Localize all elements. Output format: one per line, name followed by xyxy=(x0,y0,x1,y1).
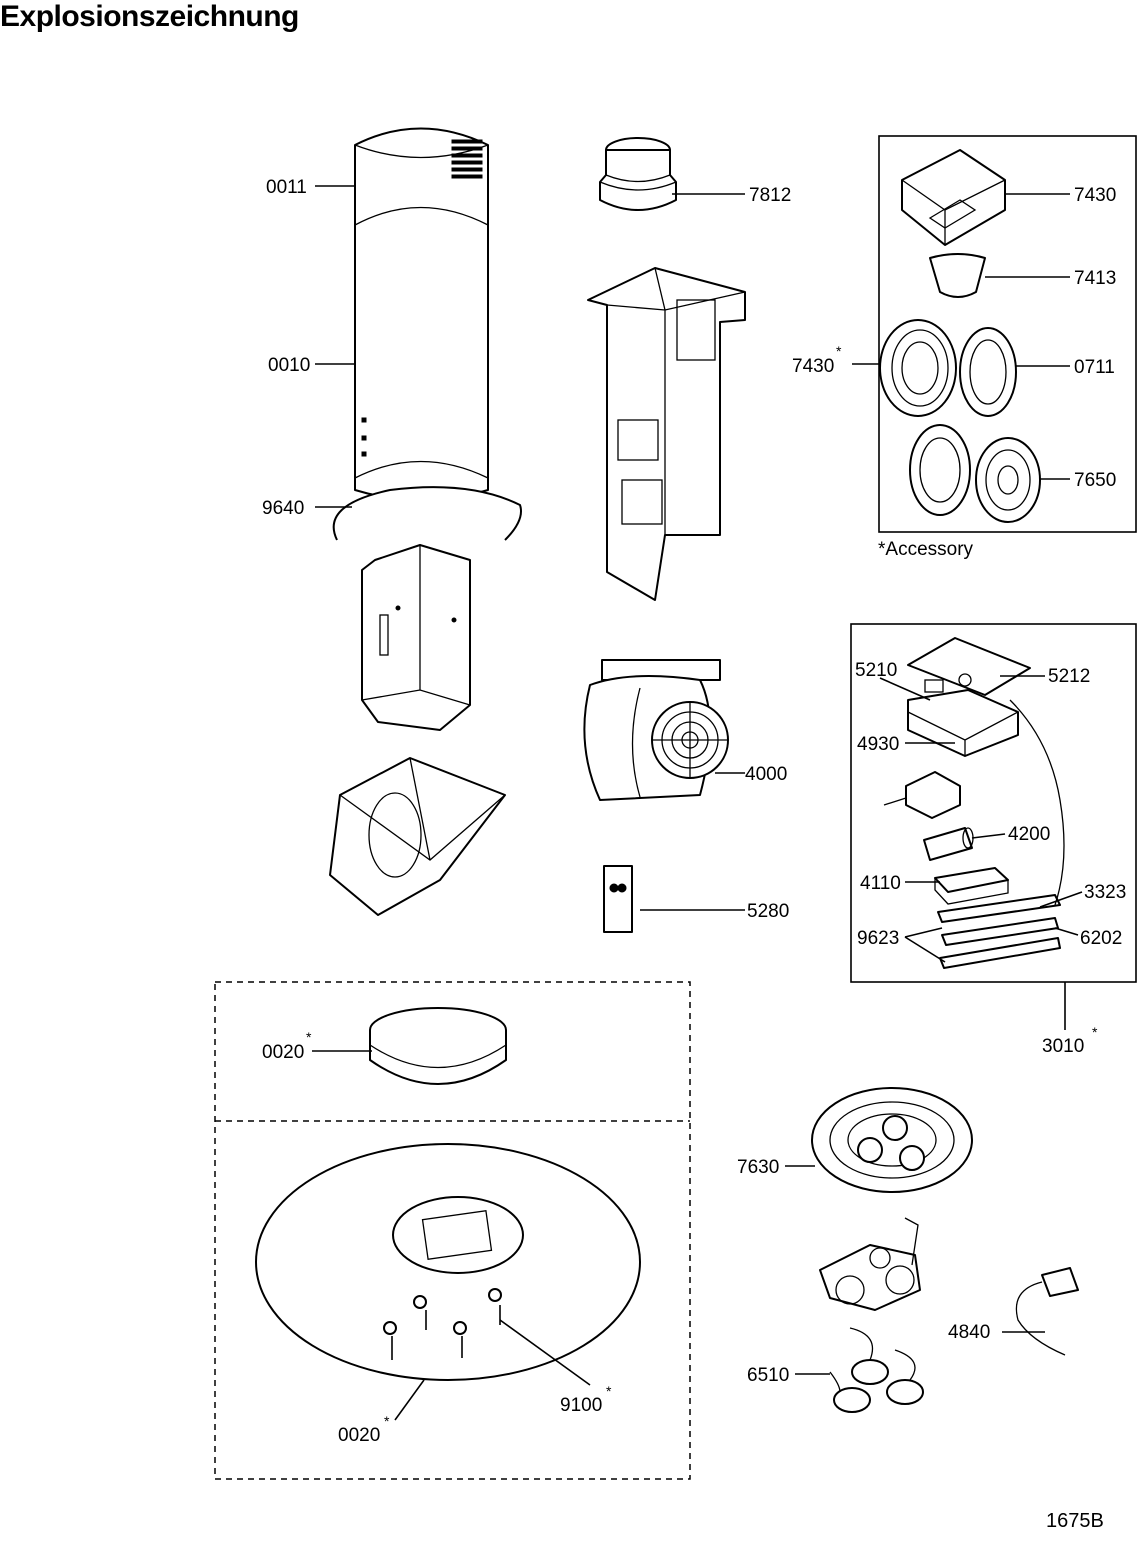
asterisk-9100: * xyxy=(606,1383,612,1399)
label-5210: 5210 xyxy=(855,660,897,681)
page-title: Explosionszeichnung xyxy=(0,0,299,33)
chimney-cover xyxy=(354,127,489,501)
label-0711: 0711 xyxy=(1074,357,1115,378)
carbon-filter-housing-7430 xyxy=(901,149,1006,246)
label-7630: 7630 xyxy=(737,1157,779,1178)
label-4930: 4930 xyxy=(857,734,899,755)
optional-parts-box xyxy=(214,981,691,1480)
label-4110: 4110 xyxy=(860,873,901,894)
chimney-inner-frame xyxy=(587,267,746,601)
remote-control-5280 xyxy=(603,865,633,933)
accessory-box xyxy=(878,135,1137,533)
label-7650: 7650 xyxy=(1074,470,1116,491)
label-9100: 9100 xyxy=(560,1395,602,1416)
leader-lines xyxy=(312,185,1083,1421)
asterisk-3010: * xyxy=(1092,1024,1098,1040)
part-labels: 0011 0010 9640 7812 7430 7413 7430 * 071… xyxy=(262,177,1126,1446)
label-5280: 5280 xyxy=(747,901,789,922)
label-7430-filter: 7430 xyxy=(792,356,834,377)
blower-motor-4000 xyxy=(583,659,729,801)
ring-9640 xyxy=(332,486,522,541)
capacitor-4200 xyxy=(923,827,974,861)
label-0020-ring: 0020 xyxy=(262,1042,304,1063)
transformer xyxy=(883,771,961,819)
document-code: 1675B xyxy=(1046,1510,1104,1532)
wiring xyxy=(1009,699,1065,906)
switch-panel-3323 xyxy=(937,894,1061,969)
label-4200: 4200 xyxy=(1008,824,1050,845)
lower-bracket xyxy=(329,757,506,916)
lower-frame xyxy=(361,544,471,731)
connector-4840 xyxy=(1015,1267,1079,1356)
screws-9100 xyxy=(383,1288,502,1360)
vent-slots xyxy=(451,139,483,179)
label-0010: 0010 xyxy=(268,355,310,376)
accessory-note: *Accessory xyxy=(878,539,974,560)
label-3010: 3010 xyxy=(1042,1036,1084,1057)
label-0011: 0011 xyxy=(266,177,307,198)
ceiling-plate-0020 xyxy=(255,1143,641,1381)
control-board-5212 xyxy=(907,637,1031,696)
ring-0020 xyxy=(369,1007,507,1085)
halogen-lamps-6510 xyxy=(829,1327,924,1413)
duct-adaptor-7812 xyxy=(599,137,677,211)
part-4110 xyxy=(934,867,1009,905)
label-3323: 3323 xyxy=(1084,882,1126,903)
asterisk-0020-ring: * xyxy=(306,1029,312,1045)
box-4930 xyxy=(907,689,1019,757)
asterisk-7430: * xyxy=(836,343,842,359)
label-4840: 4840 xyxy=(948,1322,990,1343)
grease-filter-7630 xyxy=(811,1087,973,1193)
label-0020-plate: 0020 xyxy=(338,1425,380,1446)
label-7812: 7812 xyxy=(749,185,791,206)
light-bracket xyxy=(819,1217,921,1311)
label-7413: 7413 xyxy=(1074,268,1116,289)
label-6202: 6202 xyxy=(1080,928,1122,949)
label-6510: 6510 xyxy=(747,1365,789,1386)
label-5212: 5212 xyxy=(1048,666,1090,687)
label-9640: 9640 xyxy=(262,498,304,519)
asterisk-0020-plate: * xyxy=(384,1413,390,1429)
carbon-filter-0711 xyxy=(959,327,1017,417)
carbon-filter-lower-left xyxy=(909,424,971,516)
carbon-filter-left xyxy=(879,319,957,417)
carbon-filter-7650 xyxy=(975,437,1041,523)
label-4000: 4000 xyxy=(745,764,787,785)
adaptor-7413 xyxy=(929,253,986,298)
electrical-box xyxy=(850,623,1137,983)
label-9623: 9623 xyxy=(857,928,899,949)
label-7430-housing: 7430 xyxy=(1074,185,1116,206)
